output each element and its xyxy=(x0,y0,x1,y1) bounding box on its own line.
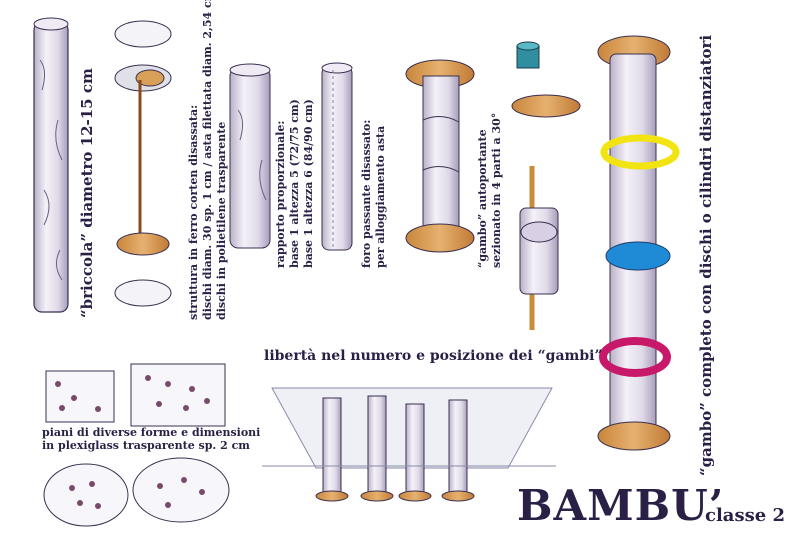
gambo-sectioned-sketch xyxy=(519,166,559,330)
gambo-complete-sketch xyxy=(597,35,680,451)
foro-label-2: per alloggiamento asta xyxy=(374,125,387,268)
gambo-discs-sketch xyxy=(405,59,475,253)
struttura-label-3: dischi in polietilene trasparente xyxy=(215,121,228,320)
gambo-completo-label: “gambo” completo con dischi o cilindri d… xyxy=(697,34,715,476)
corten-structure-sketch xyxy=(114,20,172,307)
spacer-cylinder-sketch xyxy=(511,41,581,118)
drilled-log-sketch xyxy=(321,62,353,251)
rapporto-label-2: base 1 altezza 5 (72/75 cm) xyxy=(288,99,301,268)
rapporto-label-1: rapporto proporzionale: xyxy=(274,120,287,268)
struttura-label-2: dischi diam. 30 sp. 1 cm / asta filettat… xyxy=(201,0,214,320)
piani-label-2: in plexiglass trasparente sp. 2 cm xyxy=(42,439,250,452)
briccola-label: “briccola” diametro 12-15 cm xyxy=(78,68,96,318)
plexiglass-tops-sketch xyxy=(43,363,230,527)
classe-label: classe 2 xyxy=(705,505,785,526)
gambo-autoportante-label-2: sezionato in 4 parti a 30° xyxy=(490,112,503,268)
gambo-autoportante-label-1: “gambo” autoportante xyxy=(476,129,489,268)
piani-label-1: piani di diverse forme e dimensioni xyxy=(42,426,261,439)
briccola-log-sketch xyxy=(33,17,69,313)
foro-label-1: foro passante disassato: xyxy=(360,119,373,268)
proportion-log-sketch xyxy=(229,63,271,249)
bambu-title: BAMBU’ xyxy=(517,481,725,530)
table-assembly-sketch xyxy=(262,387,556,502)
struttura-label-1: struttura in ferro corten disassata: xyxy=(187,104,200,320)
rapporto-label-3: base 1 altezza 6 (84/90 cm) xyxy=(302,99,315,268)
liberta-label: libertà nel numero e posizione dei “gamb… xyxy=(264,348,603,364)
